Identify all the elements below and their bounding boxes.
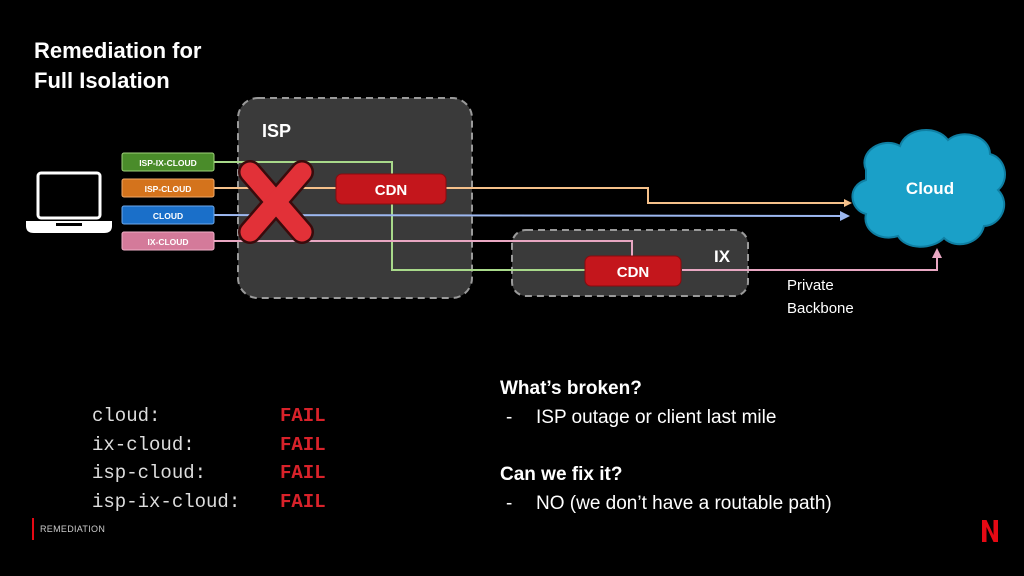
path-pill-label: CLOUD — [153, 211, 183, 221]
cdn-ix-label: CDN — [617, 264, 650, 281]
netflix-logo-icon — [982, 520, 998, 542]
backbone-line — [682, 248, 942, 271]
path-isp-cloud-line-2 — [444, 187, 852, 207]
cloud-icon: Cloud — [851, 128, 1006, 248]
cloud-label: Cloud — [906, 179, 954, 198]
path-pill-isp-ix-cloud: ISP-IX-CLOUD — [121, 152, 215, 172]
path-pill-label: IX-CLOUD — [147, 237, 188, 247]
qa-block: What’s broken? -ISP outage or client las… — [500, 374, 832, 518]
status-row: isp-cloud: FAIL — [92, 459, 326, 488]
backbone-label-1: Private — [787, 277, 834, 294]
path-pill-ix-cloud: IX-CLOUD — [121, 231, 215, 251]
status-value: FAIL — [280, 405, 326, 427]
cdn-ix-box — [584, 255, 682, 287]
status-name: isp-ix-cloud: — [92, 490, 241, 513]
status-name: isp-cloud: — [92, 462, 207, 484]
red-x-icon — [238, 160, 314, 244]
answer-2: -NO (we don’t have a routable path) — [506, 493, 832, 514]
path-ix-cloud-line — [214, 240, 633, 257]
laptop-icon — [26, 171, 112, 233]
question-2: Can we fix it? — [500, 464, 623, 485]
footer-section-label: REMEDIATION — [32, 518, 105, 540]
path-pill-cloud: CLOUD — [121, 205, 215, 225]
slide-title: Remediation for Full Isolation — [34, 36, 201, 96]
status-value: FAIL — [280, 490, 326, 513]
status-value: FAIL — [280, 433, 326, 456]
title-line-2: Full Isolation — [34, 68, 170, 93]
cdn-isp-box — [335, 173, 447, 205]
cdn-isp-label: CDN — [375, 182, 408, 199]
status-row: isp-ix-cloud: FAIL — [92, 488, 326, 517]
question-1: What’s broken? — [500, 378, 642, 399]
path-cloud-line — [213, 210, 850, 221]
path-pill-isp-cloud: ISP-CLOUD — [121, 178, 215, 198]
path-pill-label: ISP-CLOUD — [145, 184, 192, 194]
ix-label: IX — [714, 247, 731, 266]
status-value: FAIL — [280, 462, 326, 484]
answer-1: -ISP outage or client last mile — [506, 407, 777, 428]
status-name: ix-cloud: — [92, 433, 195, 456]
answer-1-text: ISP outage or client last mile — [536, 407, 777, 428]
title-line-1: Remediation for — [34, 38, 202, 63]
status-name: cloud: — [92, 405, 161, 427]
backbone-label-2: Backbone — [787, 300, 854, 317]
status-row: cloud: FAIL — [92, 402, 326, 431]
status-list: cloud: FAIL ix-cloud: FAIL isp-cloud: FA… — [92, 402, 326, 516]
isp-label: ISP — [262, 121, 291, 141]
path-pill-label: ISP-IX-CLOUD — [139, 158, 197, 168]
status-row: ix-cloud: FAIL — [92, 431, 326, 460]
answer-2-text: NO (we don’t have a routable path) — [536, 493, 832, 514]
